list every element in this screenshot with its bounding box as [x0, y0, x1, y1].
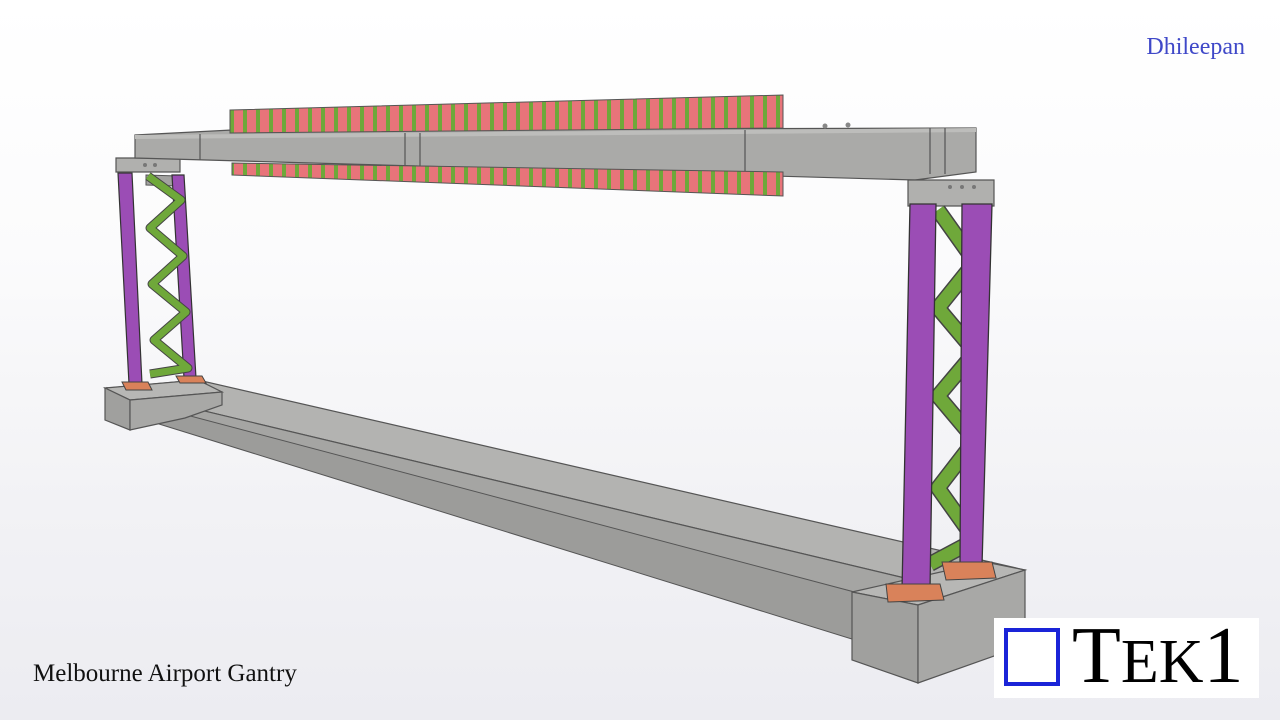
model-caption: Melbourne Airport Gantry	[33, 660, 297, 687]
author-label: Dhileepan	[1146, 34, 1245, 60]
logo-digit-1: 1	[1203, 612, 1244, 700]
left-footing	[102, 379, 225, 431]
logo-wordmark: TEK1	[1072, 616, 1244, 696]
sign-panel-bottom	[231, 162, 784, 197]
logo-letters-ek: EK	[1120, 628, 1204, 696]
sign-panel-top	[229, 94, 784, 134]
logo-square-icon	[1004, 628, 1060, 686]
tek1-logo: TEK1	[994, 616, 1259, 698]
ground-beam	[106, 379, 1027, 641]
top-beam	[134, 122, 977, 181]
left-tower	[115, 157, 207, 391]
right-tower	[885, 179, 997, 603]
logo-letter-t: T	[1072, 612, 1121, 700]
